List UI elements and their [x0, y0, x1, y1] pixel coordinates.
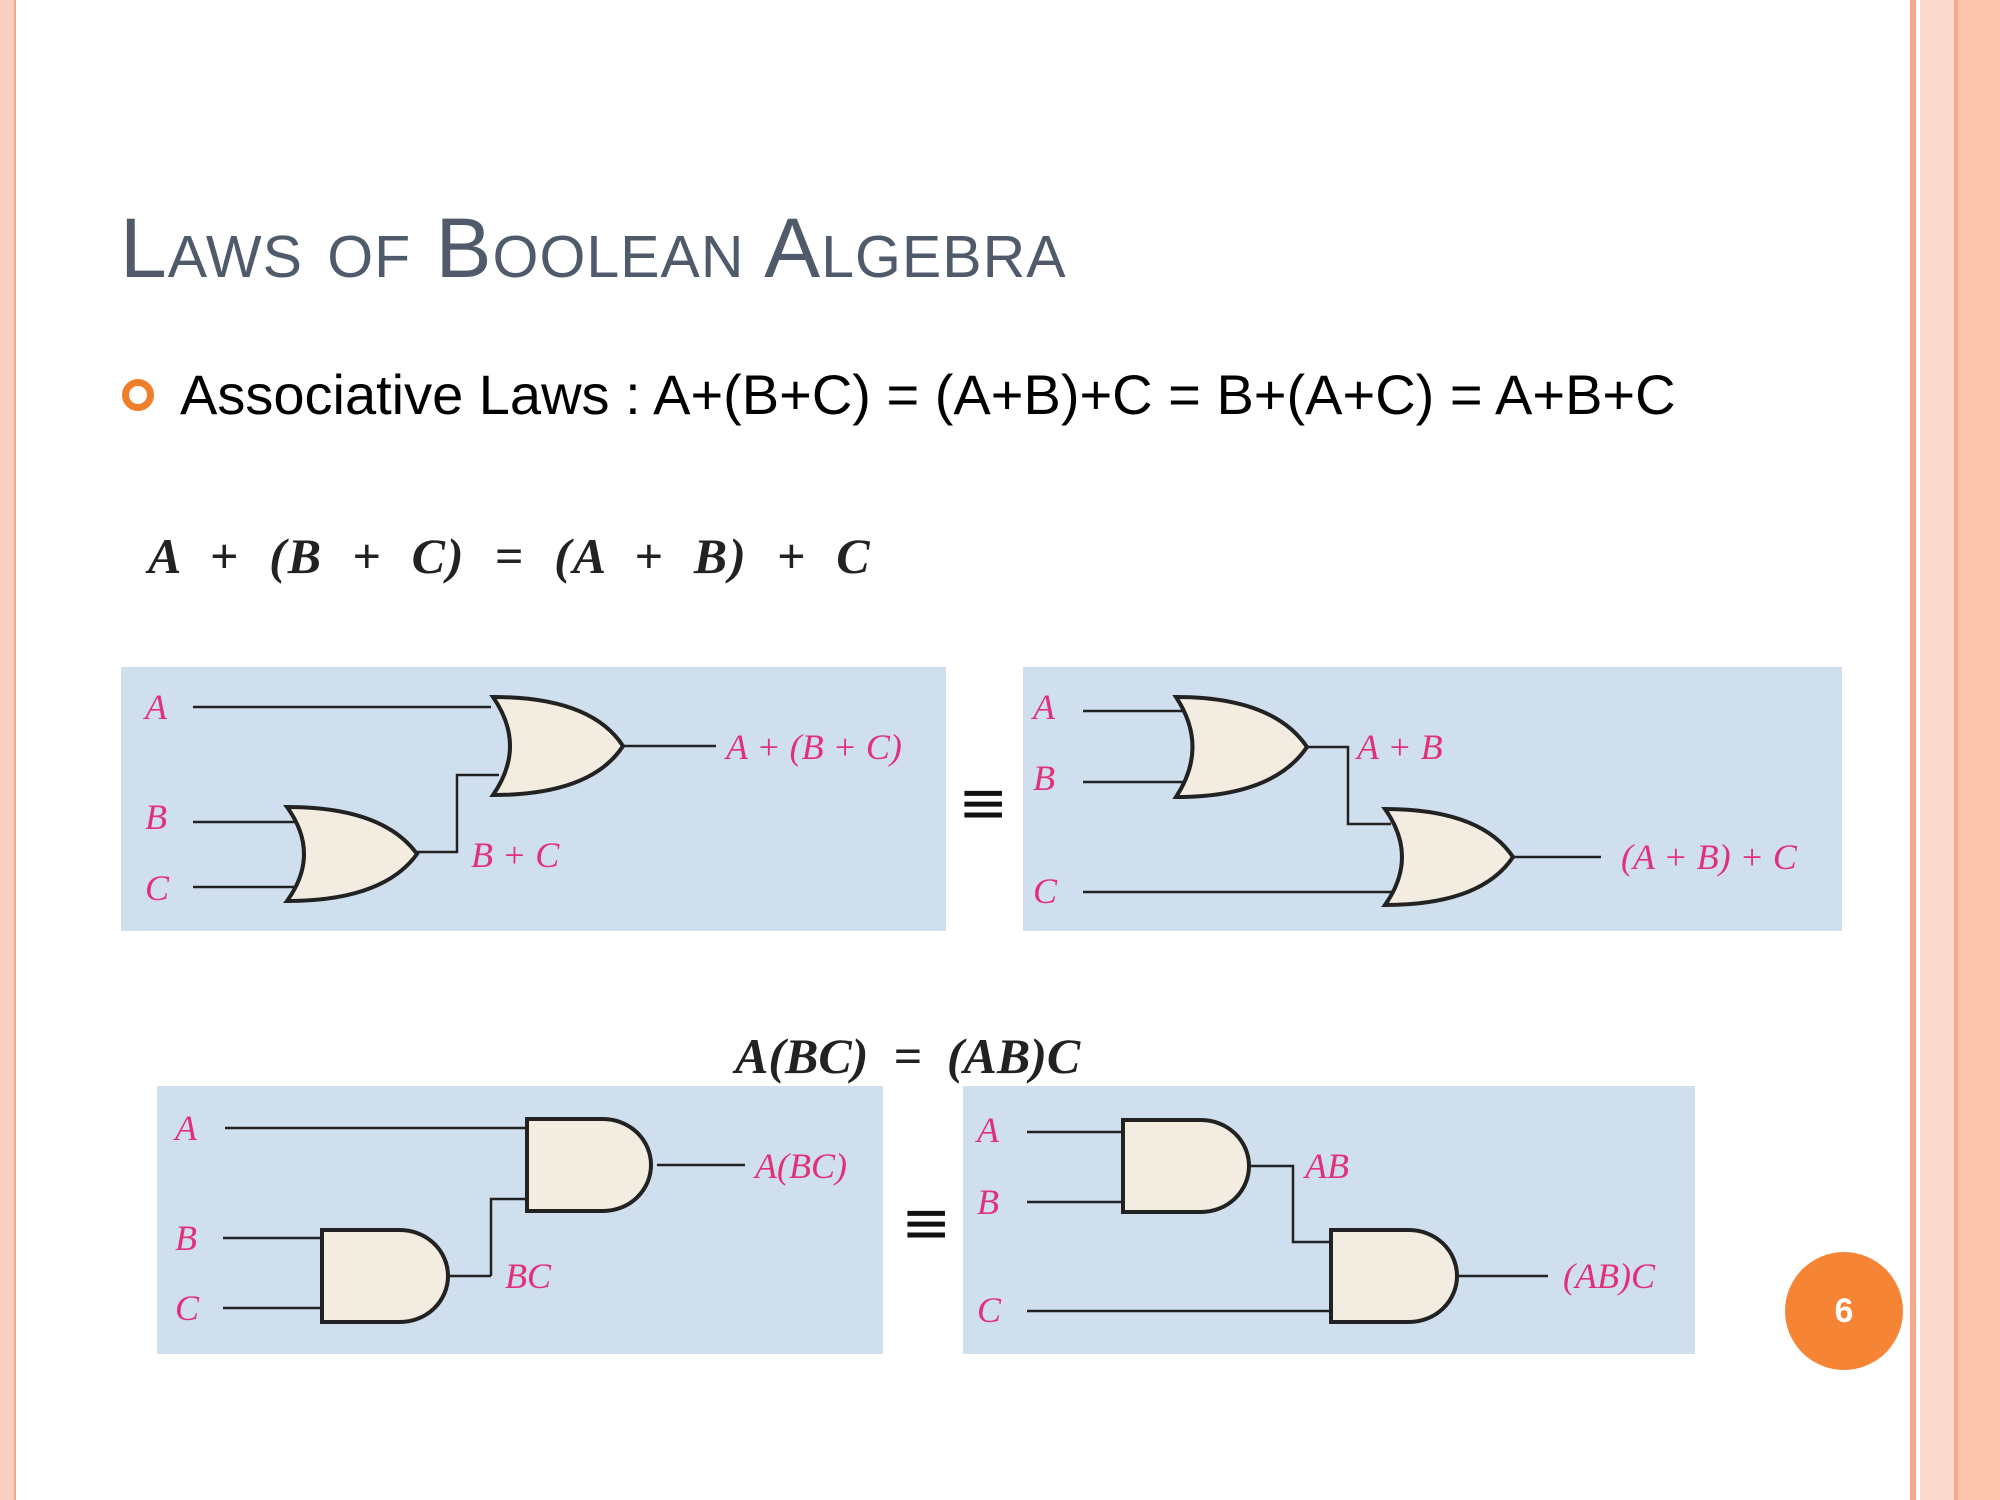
input-label-b: B [175, 1218, 197, 1258]
intermediate-label: A + B [1355, 727, 1443, 767]
input-label-b: B [145, 797, 167, 837]
input-label-b: B [1033, 758, 1055, 798]
and-gate [1329, 1228, 1459, 1324]
output-label: (AB)C [1563, 1256, 1656, 1296]
page-number-badge: 6 [1785, 1252, 1903, 1370]
input-label-c: C [175, 1288, 200, 1328]
input-label-c: C [145, 868, 170, 908]
bullet-ring-icon [122, 378, 154, 411]
and-gate [320, 1228, 450, 1324]
input-label-a: A [975, 1110, 1000, 1150]
input-label-c: C [1033, 871, 1058, 911]
or-circuit-right: A B C A + B (A + B) + C [1023, 667, 1842, 931]
or-gate [283, 804, 420, 904]
right-decorative-stripe [1920, 0, 1954, 1500]
or-circuit-left: A B C B + C A + (B + C) [121, 667, 946, 931]
or-gate [1381, 806, 1516, 908]
input-label-a: A [143, 687, 168, 727]
or-gate [1172, 694, 1310, 800]
slide-title: Laws of Boolean Algebra [120, 201, 1067, 295]
and-associative-equation: A(BC) = (AB)C [735, 1028, 1081, 1084]
input-label-b: B [977, 1182, 999, 1222]
and-circuit-right: A B C AB (AB)C [963, 1086, 1695, 1354]
intermediate-label: B + C [471, 835, 560, 875]
left-decorative-border [0, 0, 16, 1500]
bullet-item: Associative Laws : A+(B+C) = (A+B)+C = B… [122, 362, 1676, 427]
input-label-a: A [1031, 687, 1056, 727]
right-decorative-stripe [1958, 0, 2000, 1500]
input-label-a: A [173, 1108, 198, 1148]
and-circuit-left: A B C BC A(BC) [157, 1086, 883, 1354]
intermediate-label: AB [1303, 1146, 1349, 1186]
output-label: A(BC) [753, 1146, 847, 1186]
output-label: (A + B) + C [1621, 837, 1798, 877]
right-decorative-stripe [1910, 0, 1916, 1500]
intermediate-label: BC [505, 1256, 552, 1296]
right-decorative-stripe [1954, 0, 1958, 1500]
or-gate [489, 694, 626, 798]
equivalence-symbol: ≡ [958, 768, 1009, 838]
bullet-text: Associative Laws : A+(B+C) = (A+B)+C = B… [180, 363, 1676, 426]
or-associative-equation: A + (B + C) = (A + B) + C [148, 528, 872, 584]
and-gate [525, 1117, 653, 1213]
output-label: A + (B + C) [724, 727, 902, 767]
equivalence-symbol: ≡ [901, 1188, 952, 1258]
input-label-c: C [977, 1290, 1002, 1330]
and-gate [1121, 1118, 1251, 1214]
